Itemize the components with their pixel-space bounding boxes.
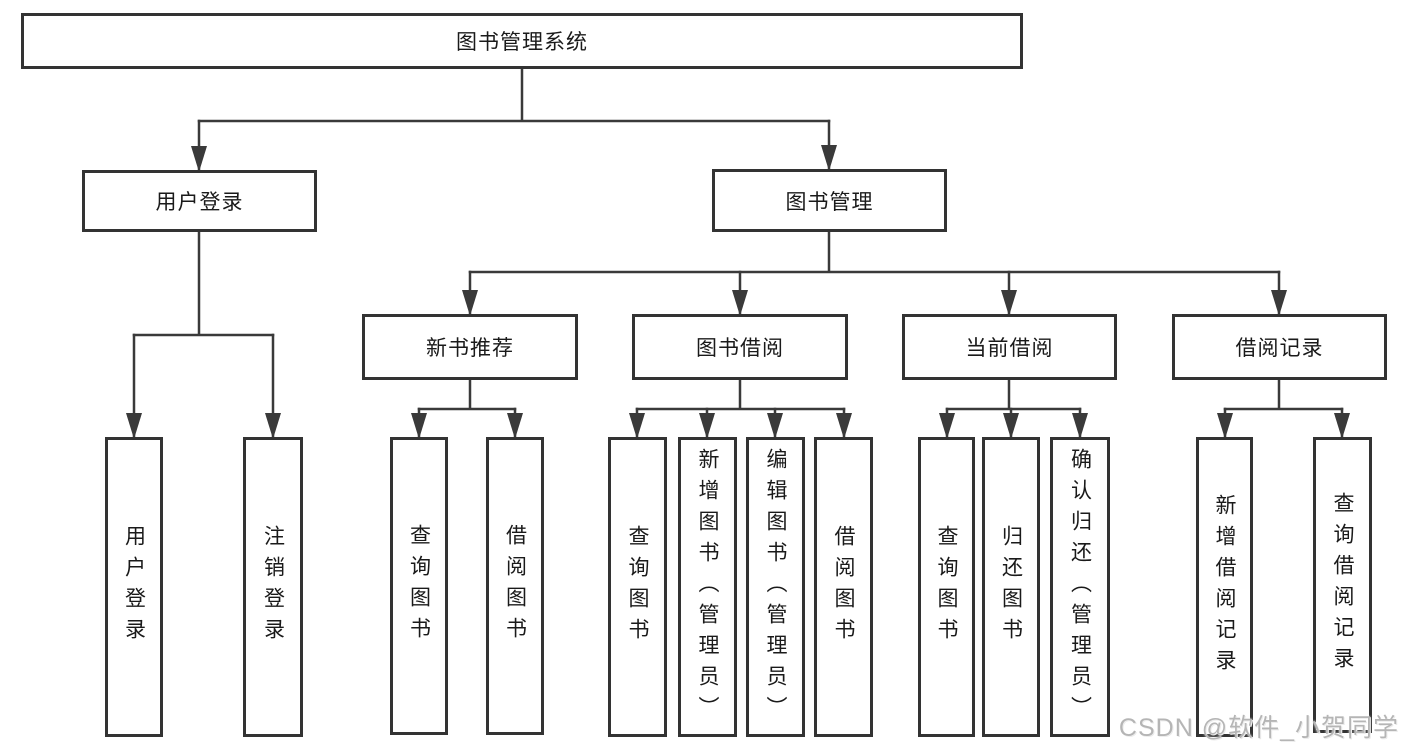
connector-current-borrow-fork (945, 378, 1082, 411)
node-label: 编辑图书（管理员） (764, 447, 788, 727)
connector-user-login-fork (132, 230, 275, 337)
node-label: 确认归还（管理员） (1068, 447, 1092, 727)
node-label: 新增图书（管理员） (696, 447, 720, 727)
node-label: 借阅记录 (1235, 337, 1324, 360)
connector-new-book-fork (417, 378, 517, 411)
node-label: 查询借阅记录 (1331, 492, 1355, 678)
leaf-query-borrow-record: 查询借阅记录 (1313, 437, 1372, 733)
leaf-borrow-books-1: 借阅图书 (486, 437, 544, 735)
node-label: 新书推荐 (426, 337, 514, 360)
node-label: 用户登录 (155, 191, 244, 214)
leaf-query-books-3: 查询图书 (918, 437, 975, 737)
csdn-watermark: CSDN @软件_小贺同学 (1118, 714, 1399, 742)
node-user-login: 用户登录 (82, 170, 317, 232)
node-label: 借阅图书 (503, 524, 527, 648)
node-label: 归还图书 (999, 525, 1023, 649)
node-label: 查询图书 (407, 524, 431, 648)
node-label: 新增借阅记录 (1213, 494, 1237, 680)
node-root-library-system: 图书管理系统 (21, 13, 1023, 69)
leaf-logout: 注销登录 (243, 437, 303, 737)
leaf-confirm-return-admin: 确认归还（管理员） (1050, 437, 1110, 737)
connector-borrow-records-fork (1223, 378, 1344, 411)
node-new-book-recommend: 新书推荐 (362, 314, 578, 380)
leaf-query-books-2: 查询图书 (608, 437, 667, 737)
connector-book-borrow-fork (635, 378, 846, 411)
connector-root-to-level2 (197, 66, 831, 123)
node-label: 图书管理系统 (456, 31, 588, 54)
leaf-return-books: 归还图书 (982, 437, 1040, 737)
node-label: 用户登录 (122, 525, 146, 649)
leaf-query-books-1: 查询图书 (390, 437, 448, 735)
node-label: 借阅图书 (832, 525, 856, 649)
node-label: 查询图书 (935, 525, 959, 649)
connector-book-management-fork (468, 230, 1281, 274)
node-label: 查询图书 (626, 525, 650, 649)
leaf-add-borrow-record: 新增借阅记录 (1196, 437, 1253, 737)
leaf-add-books-admin: 新增图书（管理员） (678, 437, 737, 737)
leaf-user-login: 用户登录 (105, 437, 163, 737)
node-borrow-records: 借阅记录 (1172, 314, 1387, 380)
leaf-edit-books-admin: 编辑图书（管理员） (746, 437, 805, 737)
node-label: 图书借阅 (696, 337, 784, 360)
node-current-borrow: 当前借阅 (902, 314, 1117, 380)
node-label: 当前借阅 (965, 337, 1054, 360)
node-label: 注销登录 (261, 525, 285, 649)
leaf-borrow-books-2: 借阅图书 (814, 437, 873, 737)
node-book-borrow: 图书借阅 (632, 314, 848, 380)
node-book-management: 图书管理 (712, 169, 947, 232)
node-label: 图书管理 (785, 190, 874, 214)
